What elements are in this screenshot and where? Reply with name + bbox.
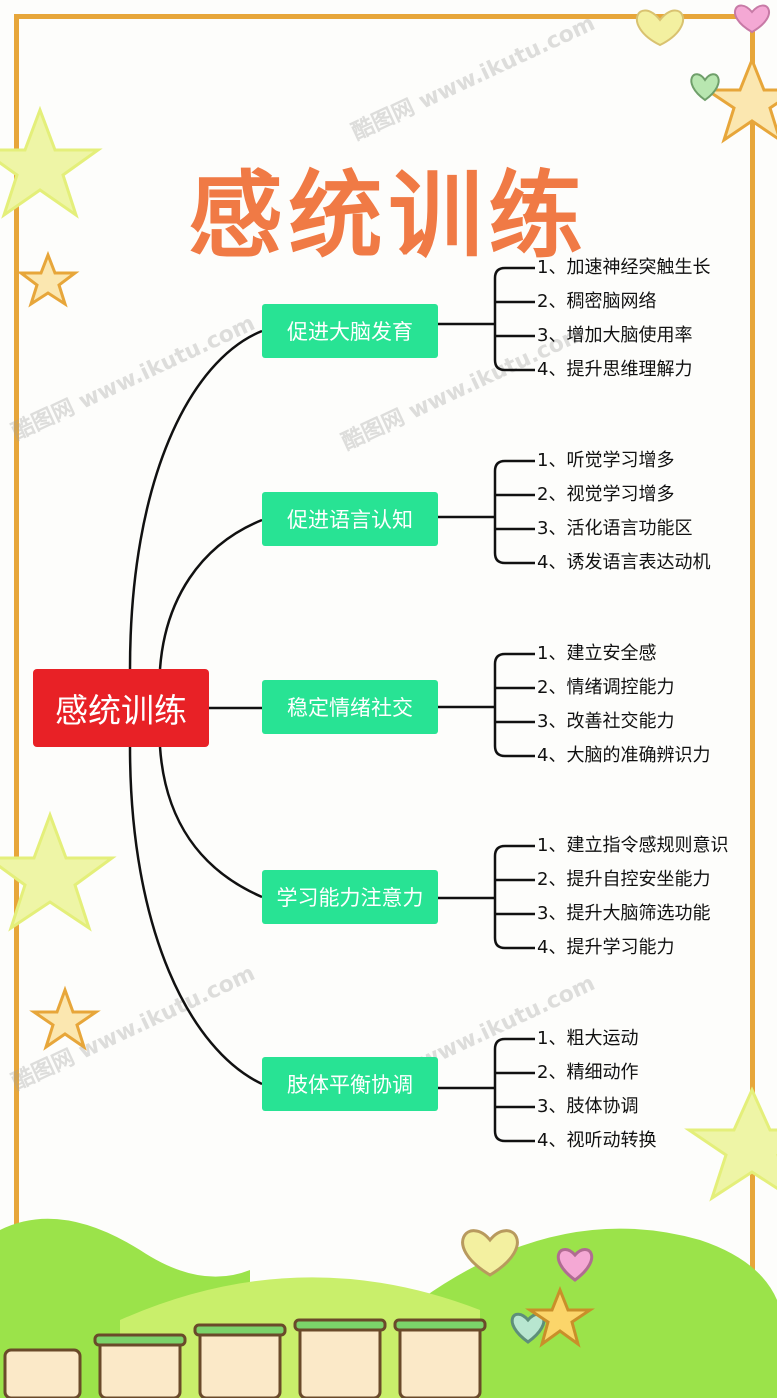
leaf-item: 1、听觉学习增多 [537, 450, 675, 471]
star-icon [0, 105, 103, 219]
star-icon [702, 55, 777, 144]
branch-node: 促进大脑发育 [262, 304, 438, 358]
leaf-item: 3、提升大脑筛选功能 [537, 903, 711, 924]
train-decoration [3, 1323, 482, 1398]
heart-icon [461, 1229, 519, 1277]
star-icon [29, 985, 101, 1051]
star-icon [16, 250, 80, 308]
heart-icon [734, 4, 770, 34]
leaf-item: 3、活化语言功能区 [537, 518, 693, 539]
leaf-item: 2、稠密脑网络 [537, 291, 657, 312]
leaf-item: 1、建立指令感规则意识 [537, 835, 729, 856]
leaf-item: 4、大脑的准确辨识力 [537, 745, 711, 766]
heart-icon [636, 9, 684, 47]
page-title: 感统训练 [188, 162, 589, 271]
heart-icon [690, 73, 720, 102]
leaf-item: 4、视听动转换 [537, 1130, 657, 1151]
leaf-item: 1、建立安全感 [537, 643, 657, 664]
leaf-item: 3、改善社交能力 [537, 711, 675, 732]
leaf-item: 4、提升学习能力 [537, 937, 675, 958]
leaf-item: 3、增加大脑使用率 [537, 325, 693, 346]
branch-node: 学习能力注意力 [262, 870, 438, 924]
branch-node: 稳定情绪社交 [262, 680, 438, 734]
leaf-item: 2、提升自控安坐能力 [537, 869, 711, 890]
branch-node: 促进语言认知 [262, 492, 438, 546]
star-icon [0, 810, 117, 932]
hill-shape [420, 1228, 777, 1398]
leaf-item: 1、加速神经突触生长 [537, 257, 711, 278]
heart-icon [556, 1248, 594, 1282]
root-node: 感统训练 [33, 669, 209, 747]
leaf-item: 2、情绪调控能力 [537, 677, 675, 698]
leaf-item: 4、诱发语言表达动机 [537, 552, 711, 573]
leaf-item: 4、提升思维理解力 [537, 359, 693, 380]
leaf-item: 2、精细动作 [537, 1062, 639, 1083]
star-icon [525, 1285, 595, 1348]
branch-node: 肢体平衡协调 [262, 1057, 438, 1111]
star-icon [684, 1086, 777, 1202]
leaf-item: 1、粗大运动 [537, 1028, 639, 1049]
leaf-item: 3、肢体协调 [537, 1096, 639, 1117]
leaf-item: 2、视觉学习增多 [537, 484, 675, 505]
